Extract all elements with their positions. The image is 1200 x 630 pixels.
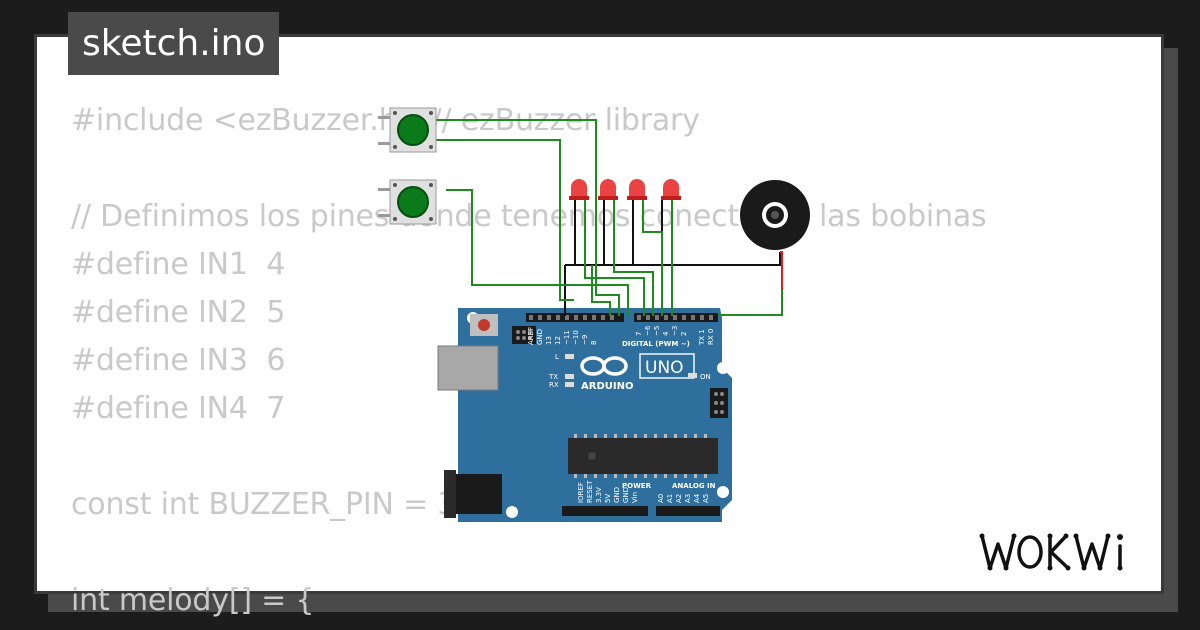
arduino-uno-board[interactable]: ARDUINO UNO DIGITAL (PWM ~) ON L TX RX P… bbox=[437, 308, 732, 522]
pin-label: GND bbox=[613, 487, 621, 503]
pushbutton-1[interactable] bbox=[378, 107, 437, 153]
pin-label: ~5 bbox=[653, 326, 661, 336]
wires bbox=[436, 119, 783, 316]
pin-label: A1 bbox=[666, 494, 674, 503]
led-1[interactable] bbox=[569, 179, 589, 200]
on-label: ON bbox=[700, 373, 711, 381]
code-line: #define IN2 5 bbox=[71, 295, 286, 330]
pin-label: ~10 bbox=[572, 330, 580, 345]
code-line: #define IN3 6 bbox=[71, 343, 286, 378]
arduino-brand: ARDUINO bbox=[581, 381, 633, 392]
pin-label: 12 bbox=[554, 336, 562, 345]
pin-label: A3 bbox=[684, 494, 692, 503]
code-line: #define IN4 7 bbox=[71, 391, 286, 426]
pushbutton-2[interactable] bbox=[378, 179, 437, 225]
pin-label: TX 1 bbox=[698, 329, 706, 346]
buzzer[interactable] bbox=[740, 180, 810, 250]
tx-label: TX bbox=[548, 373, 558, 381]
pin-label: RESET bbox=[586, 480, 594, 503]
wokwi-logo bbox=[979, 533, 1123, 571]
l-label: L bbox=[555, 353, 559, 361]
led-4[interactable] bbox=[661, 179, 681, 200]
pin-label: 2 bbox=[680, 332, 688, 336]
code-line: int melody[] = { bbox=[71, 583, 315, 618]
pin-label: A0 bbox=[657, 494, 665, 503]
pin-label: ~6 bbox=[644, 325, 652, 336]
power-header-label: POWER bbox=[622, 482, 652, 490]
code-line: // Definimos los pines donde tenemos con… bbox=[71, 199, 987, 234]
pin-label: ~9 bbox=[581, 335, 589, 345]
code-preview: #include <ezBuzzer.h> // ezBuzzer librar… bbox=[71, 97, 987, 625]
arduino-model: UNO bbox=[645, 358, 684, 378]
pin-label: Vin bbox=[631, 492, 639, 503]
pin-label: 3.3V bbox=[595, 487, 603, 503]
pin-label: GND bbox=[622, 487, 630, 503]
pin-label: A5 bbox=[702, 494, 710, 503]
arduino-infinity-icon bbox=[580, 356, 628, 376]
pin-label: 5V bbox=[604, 494, 612, 503]
code-line: #define IN1 4 bbox=[71, 247, 286, 282]
sketch-filename-tab: sketch.ino bbox=[68, 12, 280, 75]
pin-label: IOREF bbox=[577, 482, 585, 503]
pin-label: 13 bbox=[545, 336, 553, 345]
rx-label: RX bbox=[549, 381, 559, 389]
led-2[interactable] bbox=[598, 179, 618, 200]
pin-label: RX 0 bbox=[707, 329, 715, 345]
pin-label: A4 bbox=[693, 493, 701, 503]
pin-label: A2 bbox=[675, 494, 683, 503]
pin-label: ~11 bbox=[563, 330, 571, 345]
digital-header-label: DIGITAL (PWM ~) bbox=[622, 340, 690, 348]
pin-label: 7 bbox=[635, 332, 643, 336]
analog-header-label: ANALOG IN bbox=[672, 482, 716, 490]
pin-label: ~3 bbox=[671, 326, 679, 336]
pin-label: AREF bbox=[527, 327, 535, 345]
led-3[interactable] bbox=[627, 179, 647, 200]
pin-label: GND bbox=[536, 329, 544, 345]
pin-label: 8 bbox=[590, 341, 598, 345]
pin-label: 4 bbox=[662, 331, 670, 336]
